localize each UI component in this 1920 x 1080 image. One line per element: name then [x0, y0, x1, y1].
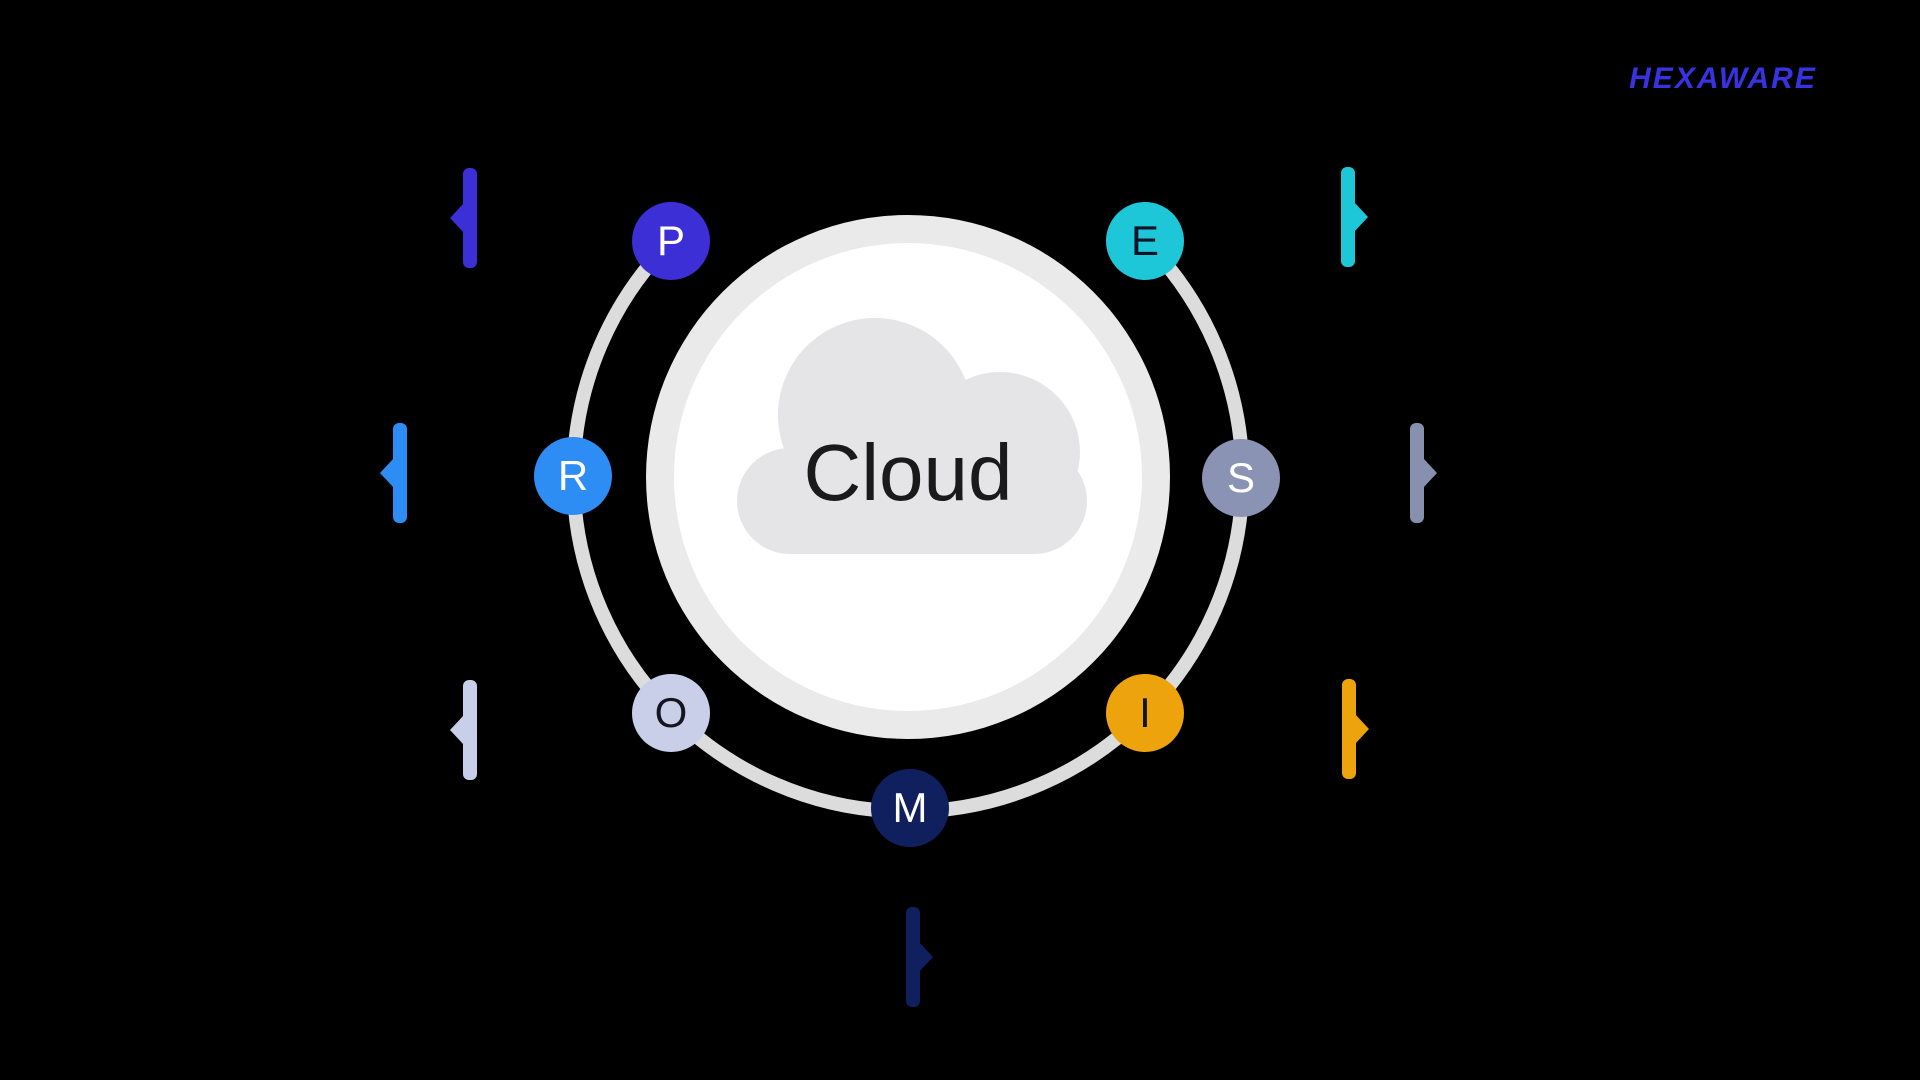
center-label: Cloud — [803, 428, 1012, 517]
marker-r — [380, 423, 407, 523]
cloud-icon — [737, 318, 1087, 554]
node-e: E — [1106, 202, 1184, 280]
hexaware-logo: HEXAWARE — [1629, 62, 1817, 95]
marker-p — [450, 168, 477, 268]
marker-o — [450, 680, 477, 780]
node-r: R — [534, 437, 612, 515]
marker-s — [1410, 423, 1437, 523]
node-i: I — [1106, 674, 1184, 752]
marker-m — [906, 907, 933, 1007]
node-s: S — [1202, 439, 1280, 517]
marker-e — [1341, 167, 1368, 267]
node-o: O — [632, 674, 710, 752]
node-p: P — [632, 202, 710, 280]
marker-i — [1342, 679, 1369, 779]
node-m: M — [871, 769, 949, 847]
